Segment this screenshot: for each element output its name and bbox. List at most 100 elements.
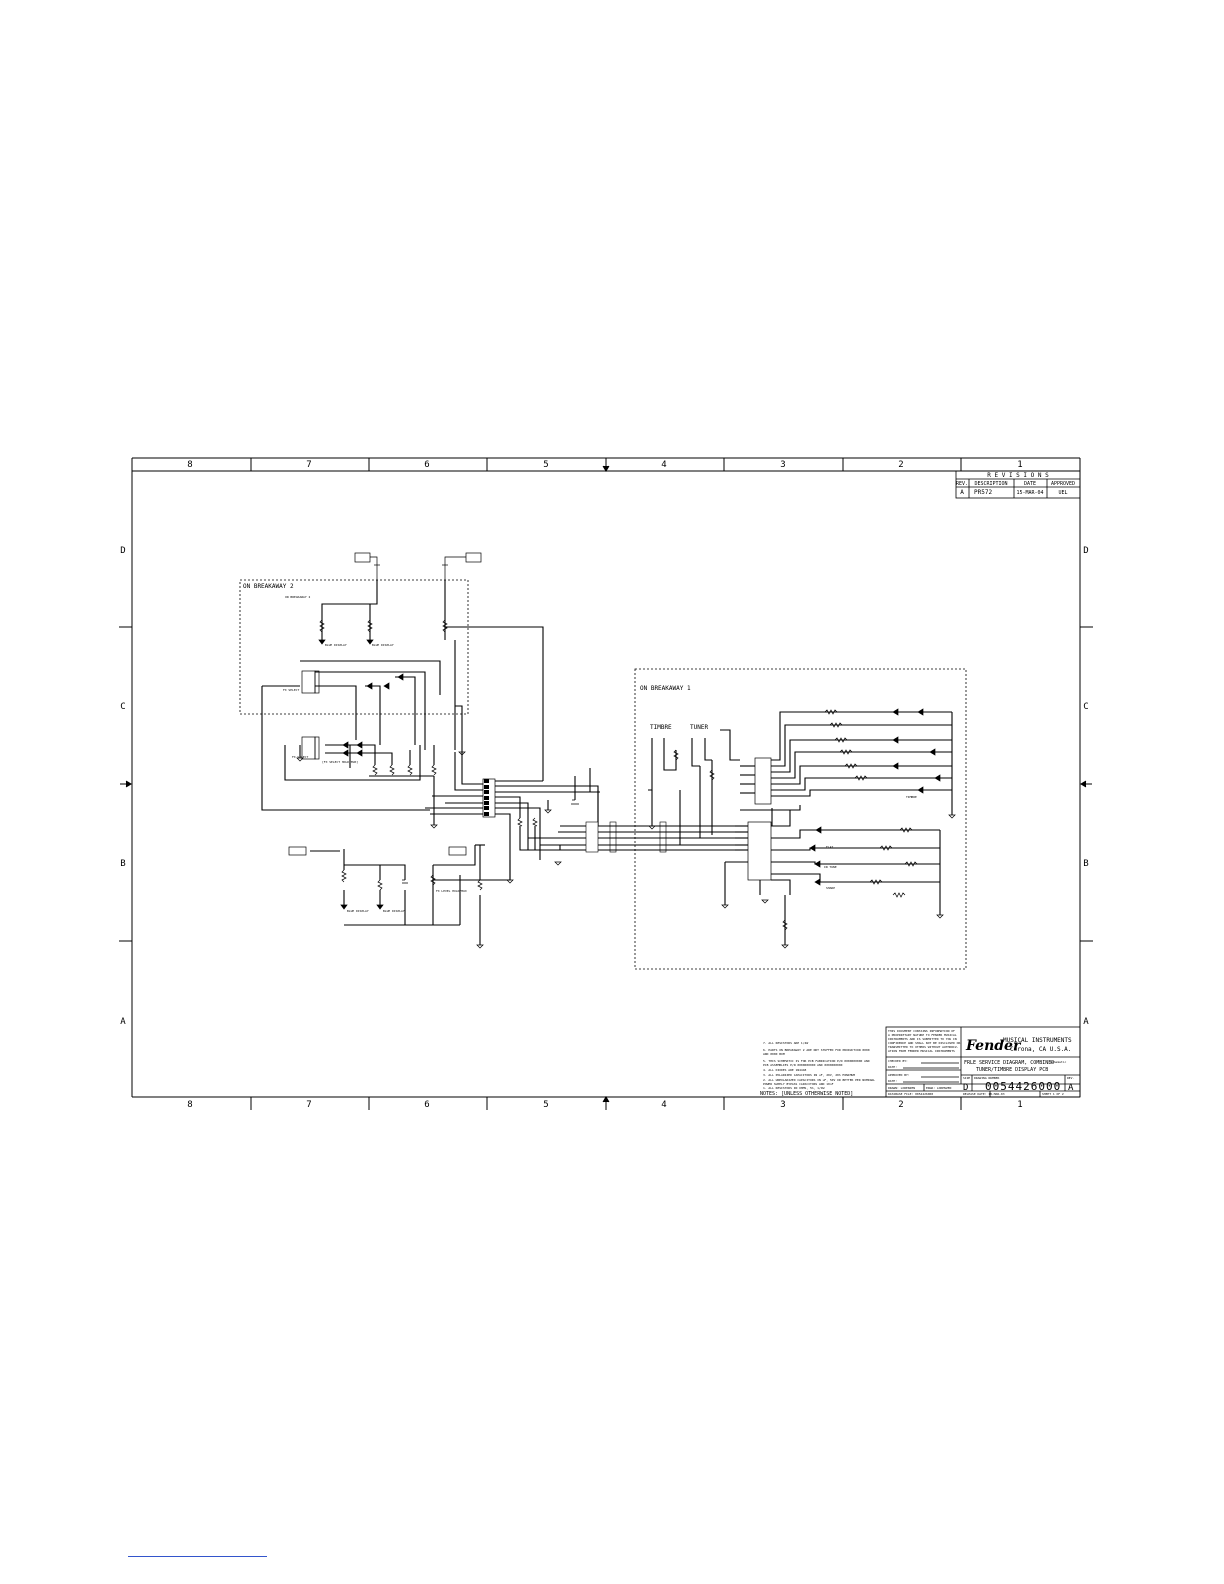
fender-logo: Fender [965,1038,1022,1054]
title-block: THIS DOCUMENT CONTAINS INFORMATION OF A … [885,1026,1081,1098]
approved-by-label: APPROVED BY: [888,1073,910,1077]
title-line-1-suffix: schematic [1050,1060,1066,1064]
rev-row-date: 15-MAR-04 [1016,490,1043,496]
confidential-line-4: CONFIDENCE AND SHALL NOT BE DISCLOSED OR [888,1041,960,1045]
timbre-label: TIMBRE [650,724,672,731]
note-7: 7. ALL RESISTORS ARE 1/4W [763,1041,808,1045]
sheet-number: SHEET 1 OF 2 [1042,1092,1064,1096]
rev-row-description: PR572 [974,489,992,496]
note-6: 6. PARTS ON BREAKAWAY 2 ARE NOT STUFFED … [763,1048,870,1052]
zone-row-c: C [120,702,125,712]
bottom-link-underline[interactable] [128,1556,267,1557]
rev-row-approved: UEL [1058,490,1067,496]
zone-col-5-bottom: 5 [543,1100,548,1110]
breakaway-2-text: BLUE DISPLAY BLUE DISPLAY FX SELECT FX S… [283,643,467,913]
zone-col-8: 8 [187,460,192,470]
blue-display-label-1: BLUE DISPLAY [325,643,347,647]
zone-col-1-bottom: 1 [1017,1100,1022,1110]
notes-heading: NOTES: [UNLESS OTHERWISE NOTED] [760,1091,853,1097]
zone-col-5: 5 [543,460,548,470]
fx-select-hold-label: [FX SELECT HOLD/MUX] [322,760,358,764]
breakaway-1-text: TIMBRE FLAT SHARP IN TUNE [824,795,917,890]
company-name: MUSICAL INSTRUMENTS [1003,1037,1072,1044]
confidential-line-5: TRANSMITTED TO OTHERS WITHOUT AUTHORIZ- [888,1045,959,1049]
title-line-1: FRLE SERVICE DIAGRAM, COMBINED [964,1060,1054,1066]
drawn-by: DRAWN: LORENZEN [888,1086,915,1090]
blue-display-label-2: BLUE DISPLAY [372,643,394,647]
date-label-2: DATE: [888,1079,897,1083]
rev-row-rev: A [960,489,964,496]
lower-left-components [288,799,579,949]
zone-col-3-bottom: 3 [780,1100,785,1110]
zone-row-d: D [120,546,125,556]
zone-col-4: 4 [661,460,666,470]
note-1: 1. ALL RESISTORS IN OHMS, 5%, 1/4W [763,1086,825,1090]
zone-row-a-right: A [1083,1017,1089,1027]
database-file: DATABASE FILE: 0054426000 [888,1092,933,1096]
blue-display-label-4: BLUE DISPLAY [383,909,405,913]
notes-block: 7. ALL RESISTORS ARE 1/4W 6. PARTS ON BR… [760,1041,875,1097]
timbre-led-label: TIMBRE [906,795,917,799]
release-date: RELEASE DATE: 18-MAR-03 [963,1092,1005,1096]
confidential-line-6: ATION FROM FENDER MUSICAL INSTRUMENTS [888,1049,955,1053]
checked-by-label: CHECKED BY: [888,1059,908,1063]
power-flags-top [354,552,482,580]
zone-col-8-bottom: 8 [187,1100,192,1110]
drawing-frame [119,457,1093,1110]
zone-col-6-bottom: 6 [424,1100,429,1110]
engineer: ENGR: LORENZEN [926,1086,951,1090]
rev-label: REV. [1067,1076,1074,1080]
zone-col-2-bottom: 2 [898,1100,903,1110]
blue-display-label-3: BLUE DISPLAY [347,909,369,913]
breakaway-1-region: ON BREAKAWAY 1 TIMBRE TUNER [634,668,967,970]
revisions-title: R E V I S I O N S [987,472,1049,479]
breakaway-2-region: ON BREAKAWAY 2 ON BREAKAWAY 2 [239,579,469,715]
note-6-cont: AND 0000 BOM [763,1052,785,1056]
fx-select-label-2: FX SELECT [292,755,308,759]
rev-header-date: DATE [1024,481,1036,487]
revisions-block: R E V I S I O N S REV. DESCRIPTION DATE … [955,470,1081,499]
middle-connectors [585,821,667,853]
in-tune-label: IN TUNE [824,865,837,869]
note-2: 2. ALL UNPOLARIZED CAPACITORS IN uF, 50V… [763,1078,875,1082]
size-value: D [963,1083,968,1093]
note-2-cont: POWER SUPPLY BYPASS CAPACITORS AND 10nF [763,1082,834,1086]
zone-col-2: 2 [898,460,903,470]
note-5-cont: PCB ASSEMBLIES P/N 0000000000 AND 000000… [763,1063,843,1067]
zone-row-a: A [120,1017,126,1027]
fx-select-label: FX SELECT [283,688,299,692]
rev-value: A [1068,1083,1074,1093]
rev-header-approved: APPROVED [1051,481,1075,487]
schematic-wiring [261,580,735,945]
zone-col-1: 1 [1017,460,1022,470]
drawing-number: 0054426000 [985,1080,1061,1093]
breakaway-2-inner-label: ON BREAKAWAY 2 [285,595,310,599]
note-3: 3. ALL POLARIZED CAPACITORS IN uF, 20V, … [763,1073,855,1077]
note-5: 5. THIS SCHEMATIC IS FOR PCB FABRICATION… [763,1059,870,1063]
breakaway-2-label: ON BREAKAWAY 2 [243,583,294,590]
flat-led-label: FLAT [826,845,833,849]
fx-level-label: FX LEVEL HOLD/MUX [436,889,467,893]
rev-header-description: DESCRIPTION [974,481,1007,487]
zone-row-b-right: B [1083,859,1088,869]
confidential-line-1: THIS DOCUMENT CONTAINS INFORMATION OF [888,1029,955,1033]
zone-col-7-bottom: 7 [306,1100,311,1110]
breakaway-1-wiring [648,711,953,945]
size-label: SIZE [963,1076,970,1080]
note-4: 4. ALL DIODES ARE 1N4448 [763,1068,807,1072]
drawing-number-label: DRAWING NUMBER [974,1076,999,1080]
sharp-led-label: SHARP [826,886,835,890]
zone-row-c-right: C [1083,702,1088,712]
confidential-line-2: A PROPRIETARY NATURE TO FENDER MUSICAL [888,1033,957,1037]
zone-col-6: 6 [424,460,429,470]
breakaway-1-components [648,708,956,949]
confidential-line-3: INSTRUMENTS AND IS SUBMITTED TO YOU IN [888,1037,957,1041]
breakaway-1-label: ON BREAKAWAY 1 [640,685,691,692]
zone-col-4-bottom: 4 [661,1100,666,1110]
zone-row-b: B [120,859,125,869]
title-line-2: TUNER/TIMBRE DISPLAY PCB [976,1067,1048,1073]
company-location: Corona, CA U.S.A. [1010,1046,1071,1053]
zone-col-7: 7 [306,460,311,470]
breakaway-2-components [296,619,496,829]
tuner-label: TUNER [690,724,708,731]
